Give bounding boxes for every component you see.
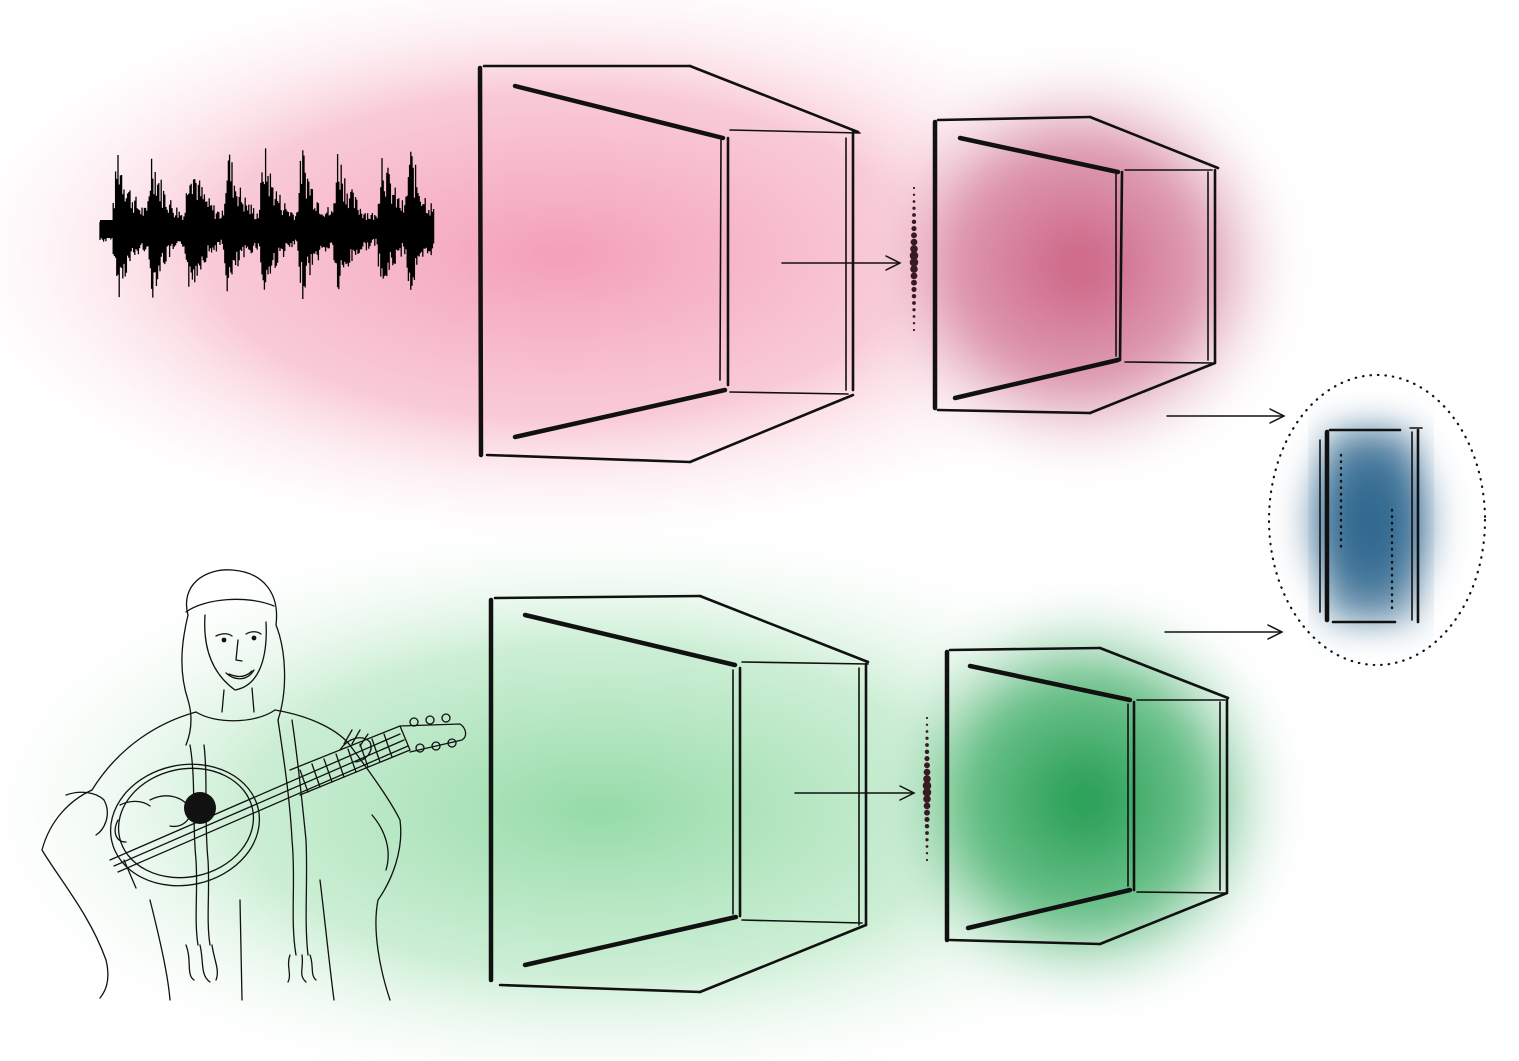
feature-dot <box>912 206 916 210</box>
feature-dot <box>910 265 918 273</box>
feature-dot <box>911 286 917 292</box>
feature-dot <box>912 308 916 312</box>
feature-dot <box>911 293 917 299</box>
feature-dot <box>925 736 929 740</box>
feature-dot <box>910 238 918 246</box>
feature-dot <box>912 200 916 203</box>
feature-dot <box>925 845 929 848</box>
feature-dot <box>909 258 919 267</box>
feature-dot <box>924 823 930 829</box>
feature-dot <box>912 322 916 325</box>
feature-dot <box>923 795 931 803</box>
feature-dot <box>912 315 916 318</box>
waveform-icon <box>99 148 435 299</box>
feature-dot <box>925 730 929 733</box>
image-to-fusion-arrow <box>1164 624 1284 640</box>
feature-dot <box>910 272 918 280</box>
feature-dot <box>911 279 917 286</box>
feature-dot <box>923 775 931 783</box>
image-feature-arrow <box>794 785 916 801</box>
feature-dot <box>911 219 917 225</box>
feature-dot <box>925 852 929 855</box>
feature-dot <box>925 858 929 862</box>
feature-dot <box>925 716 929 720</box>
audio-to-fusion-arrow <box>1166 408 1286 424</box>
feature-dot <box>924 809 930 816</box>
feature-dot <box>924 756 930 762</box>
feature-dot <box>925 743 929 747</box>
waveform-core <box>100 220 434 238</box>
image-encoder-large <box>488 594 870 994</box>
image-branch-glow <box>0 510 1305 1061</box>
feature-dot <box>922 788 932 797</box>
audio-feature-arrow <box>781 255 902 271</box>
feature-dot <box>911 232 917 239</box>
feature-dot <box>925 831 929 835</box>
feature-dot <box>909 251 919 260</box>
feature-dot <box>912 301 916 305</box>
image-feature-vector <box>922 716 932 862</box>
feature-dot <box>922 781 932 790</box>
image-encoder-small <box>944 646 1230 946</box>
feature-dot <box>925 838 929 842</box>
feature-dot <box>912 213 916 217</box>
feature-dot <box>924 749 930 755</box>
feature-dot <box>912 186 916 190</box>
feature-dot <box>924 816 930 822</box>
audio-feature-vector <box>909 186 919 332</box>
feature-dot <box>923 802 931 810</box>
feature-dot <box>912 328 916 332</box>
audio-encoder-large <box>477 64 861 464</box>
feature-dot <box>912 193 916 196</box>
feature-dot <box>925 723 929 726</box>
feature-dot <box>910 245 918 253</box>
feature-dot <box>924 762 930 769</box>
feature-dot <box>911 226 917 232</box>
audio-branch-glow <box>0 0 1310 555</box>
lute-player-illustration <box>41 569 467 1001</box>
fusion-glow <box>1290 407 1450 637</box>
audio-encoder-small <box>932 115 1220 415</box>
fusion-block <box>1267 373 1487 667</box>
fusion-dotted-ellipse <box>1267 373 1487 667</box>
feature-dot <box>923 768 931 776</box>
